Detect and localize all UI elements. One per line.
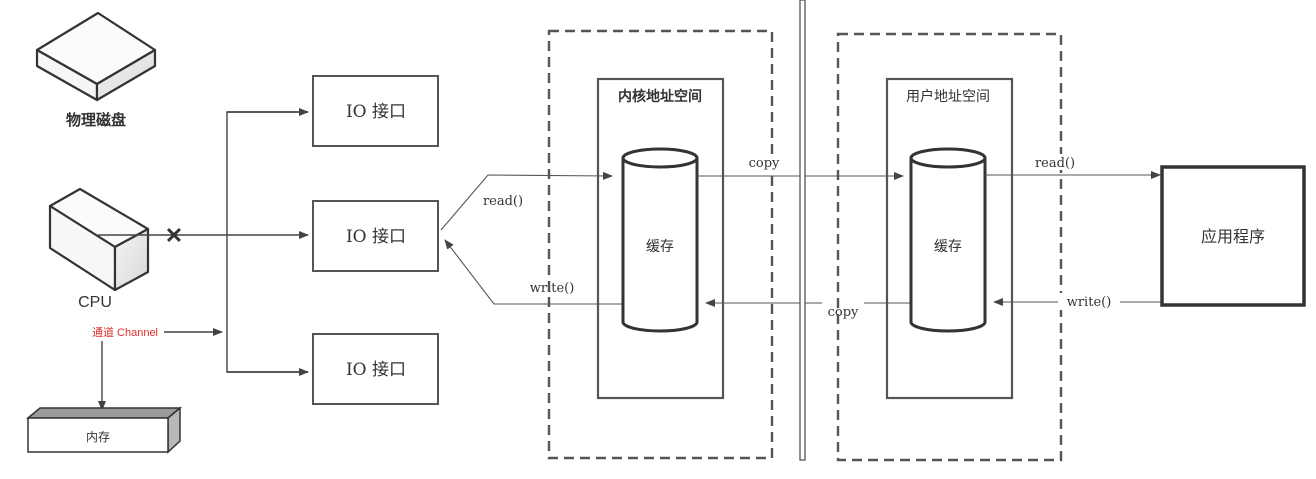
io-interface-label: IO 接口	[346, 360, 406, 380]
user-space-title: 用户地址空间	[906, 88, 990, 105]
kernel-buffer-label: 缓存	[646, 239, 674, 255]
cpu-label: CPU	[78, 294, 112, 311]
io-interface-label: IO 接口	[346, 102, 406, 122]
cpu-icon	[48, 187, 150, 292]
copy-label-top: copy	[749, 156, 780, 171]
memory: 内存	[25, 406, 183, 454]
cpu: CPU	[48, 187, 150, 311]
memory-box	[27, 417, 169, 453]
disk-label: 物理磁盘	[66, 111, 126, 129]
read-io-to-kernel-line	[440, 171, 613, 231]
application: 应用程序	[1160, 165, 1306, 307]
read-label-io: read()	[483, 194, 523, 209]
user-buffer-cylinder: 缓存	[909, 147, 987, 333]
io-interface-2: IO 接口	[312, 200, 439, 272]
kernel-space-title: 内核地址空间	[618, 88, 702, 105]
user-boundary	[836, 32, 1063, 462]
application-box	[1160, 165, 1306, 307]
io-bus-line	[226, 111, 308, 373]
kernel-space: 内核地址空间 缓存	[547, 29, 774, 460]
channel-label: 通道 Channel	[92, 325, 158, 339]
physical-disk: 物理磁盘	[35, 11, 157, 129]
user-buffer-label: 缓存	[934, 239, 962, 255]
write-kernel-to-io-line	[444, 239, 622, 305]
write-label-app: write()	[1067, 295, 1112, 310]
copy-label-bottom: copy	[828, 305, 859, 320]
io-interface-1: IO 接口	[312, 75, 439, 147]
io-interface-label: IO 接口	[346, 227, 406, 247]
application-label: 应用程序	[1201, 227, 1265, 246]
disk-icon	[35, 11, 157, 102]
io-interface-3: IO 接口	[312, 333, 439, 405]
read-label-app: read()	[1035, 156, 1075, 171]
memory-label: 内存	[86, 430, 110, 444]
write-label-io: write()	[530, 281, 575, 296]
user-address-space-box	[885, 77, 1014, 400]
kernel-user-divider	[799, 0, 806, 461]
kernel-boundary	[547, 29, 774, 460]
kernel-address-space-box	[596, 77, 725, 400]
blocked-x-icon: ✕	[165, 223, 183, 248]
user-space: 用户地址空间 缓存	[836, 32, 1063, 462]
kernel-buffer-cylinder: 缓存	[621, 147, 699, 333]
